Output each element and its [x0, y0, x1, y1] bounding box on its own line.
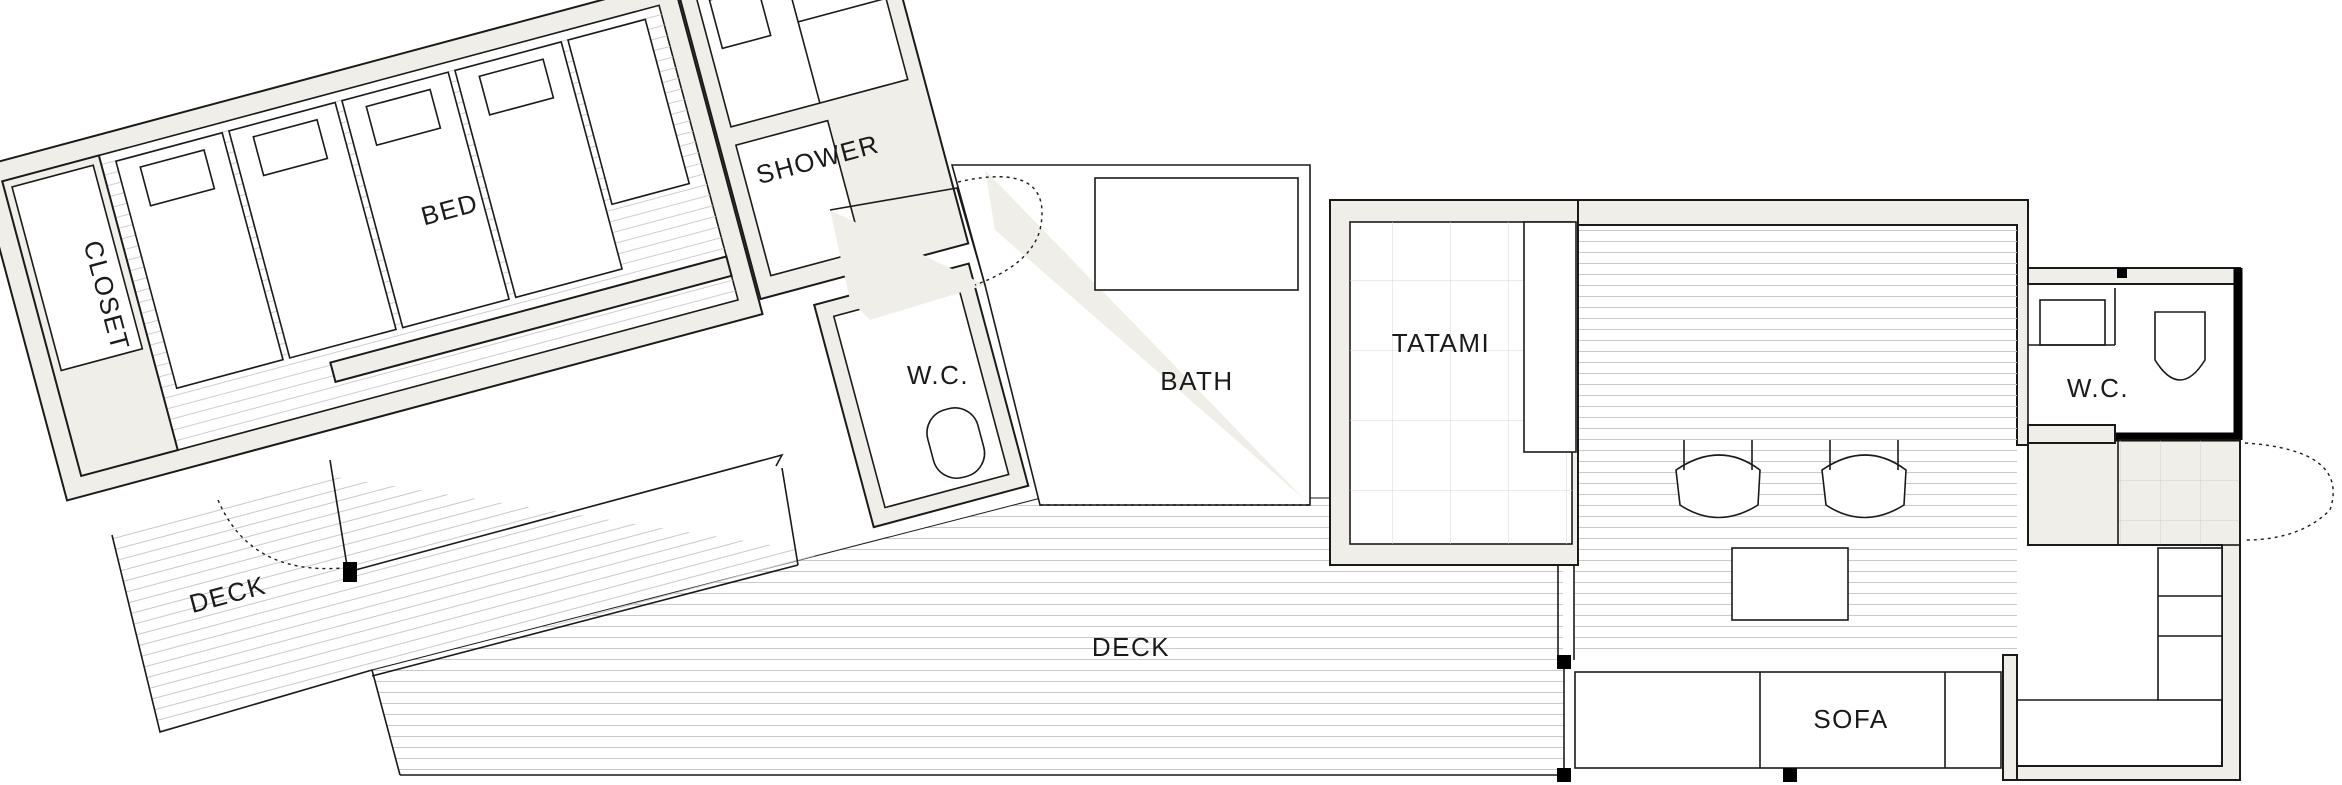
toilet-left	[926, 407, 986, 479]
bath-area	[950, 164, 1311, 506]
wc-left-room	[812, 262, 1030, 529]
tatami-closet	[1523, 221, 1577, 453]
pillow-1	[139, 149, 216, 207]
sofa	[1574, 671, 2002, 769]
wc-sink	[2039, 299, 2106, 346]
chair-2	[1821, 440, 1907, 519]
toilet-right	[2154, 311, 2206, 381]
shower-tray	[708, 0, 772, 50]
label-deck-main: DECK	[1092, 632, 1170, 662]
label-wc-right: W.C.	[2067, 373, 2129, 403]
label-bath: BATH	[1160, 366, 1233, 396]
label-wc-left: W.C.	[907, 360, 969, 390]
pillow-3	[365, 88, 442, 147]
pillow-2	[252, 118, 329, 177]
wc-right-room	[2027, 267, 2241, 441]
deck-post	[343, 562, 357, 582]
left-deck	[111, 453, 822, 734]
coffee-table	[1731, 547, 1849, 621]
bathtub	[1094, 177, 1299, 291]
pillow-4	[478, 58, 555, 116]
label-tatami: TATAMI	[1392, 328, 1491, 358]
living-wing	[1329, 199, 2334, 782]
shelving	[2157, 547, 2223, 701]
label-sofa: SOFA	[1813, 704, 1888, 734]
chair-1	[1675, 440, 1761, 519]
beds	[114, 18, 691, 390]
bedroom-wing	[0, 0, 970, 502]
bath-door-swing	[957, 176, 1043, 286]
bench	[566, 18, 691, 206]
entry-door-swing	[2244, 442, 2334, 541]
